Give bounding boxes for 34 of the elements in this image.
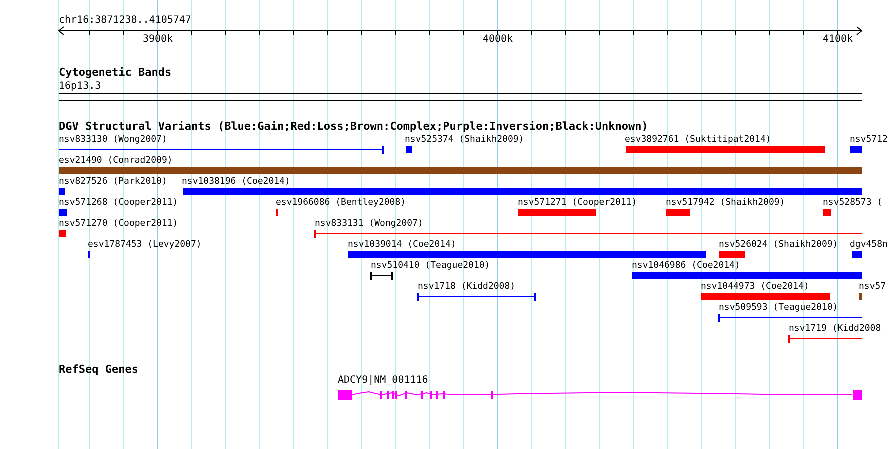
band-label: 16p13.3 xyxy=(59,81,102,93)
tick-label: 3900k xyxy=(142,34,174,46)
variant-label: nsv509593 (Teague2010) xyxy=(719,302,838,314)
variant-label: nsv526024 (Shaikh2009) xyxy=(719,239,838,252)
tick-label: 4000k xyxy=(482,34,514,46)
variant-label: nsv57 xyxy=(859,281,886,294)
variant-label: nsv827526 (Park2010) xyxy=(59,176,168,188)
variant-label: nsv1039014 (Coe2014) xyxy=(348,239,456,252)
variant-label: nsv510410 (Teague2010) xyxy=(371,260,490,272)
variant-label: nsv1038196 (Coe2014) xyxy=(182,176,290,188)
variant-label: nsv525374 (Shaikh2009) xyxy=(405,134,524,146)
variant-label: esv3892761 (Suktitipat2014) xyxy=(625,134,772,146)
gene-label: ADCY9|NM_001116 xyxy=(338,375,428,387)
variant-label: nsv1046986 (Coe2014) xyxy=(632,260,740,272)
variant-label: nsv528573 ( xyxy=(823,197,883,210)
variant-label: nsv1044973 (Coe2014) xyxy=(701,281,810,294)
variant-label: nsv1719 (Kidd2008 xyxy=(789,323,882,336)
variant-label: nsv517942 (Shaikh2009) xyxy=(666,197,786,210)
track-heading: Cytogenetic Bands xyxy=(59,67,172,79)
variant-label: nsv833131 (Wong2007) xyxy=(315,218,424,230)
track-heading: RefSeq Genes xyxy=(59,364,138,376)
track-heading: DGV Structural Variants (Blue:Gain;Red:Loss;Brown:Complex;Purple:Inversion;Black:Unknown) xyxy=(59,121,648,133)
variant-label: esv1966086 (Bentley2008) xyxy=(276,197,406,210)
variant-label: nsv1718 (Kidd2008) xyxy=(418,281,516,294)
variant-label: nsv833130 (Wong2007) xyxy=(59,134,168,146)
variant-label: esv21490 (Conrad2009) xyxy=(59,155,173,168)
variant-label: nsv5712 xyxy=(850,134,888,146)
coordinate-label: chr16:3871238..4105747 xyxy=(59,15,192,27)
variant-label: nsv571268 (Cooper2011) xyxy=(59,197,178,210)
variant-label: nsv571271 (Cooper2011) xyxy=(518,197,638,210)
variant-label: dgv458n xyxy=(850,239,888,252)
tick-label: 4100k xyxy=(822,34,854,46)
variant-label: nsv571270 (Cooper2011) xyxy=(59,218,178,230)
variant-label: esv1787453 (Levy2007) xyxy=(88,239,202,252)
